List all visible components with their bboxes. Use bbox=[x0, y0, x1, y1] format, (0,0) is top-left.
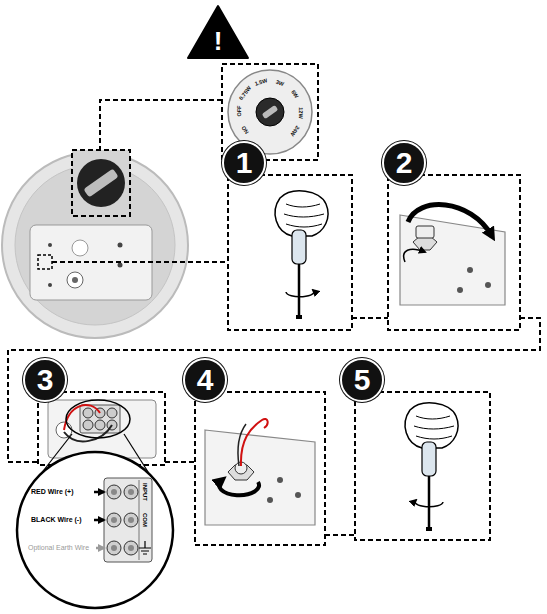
cable-gland-plate-part bbox=[295, 492, 301, 498]
dial-setting: OFF bbox=[236, 106, 242, 117]
flow-line-part bbox=[165, 461, 195, 463]
terminal-magnifier-part bbox=[17, 452, 173, 608]
terminal-magnifier-part bbox=[107, 485, 121, 499]
terminal-name: COM bbox=[142, 513, 149, 527]
step-panel-part bbox=[228, 175, 352, 330]
dial-setting: 12W bbox=[298, 107, 304, 118]
terminal-magnifier-part bbox=[124, 513, 138, 527]
terminal-magnifier bbox=[17, 452, 173, 608]
step-panel-part bbox=[195, 392, 325, 545]
step-number-circle: 3 bbox=[23, 358, 67, 402]
wire-label: BLACK Wire (-) bbox=[31, 516, 82, 524]
terminal-magnifier-part bbox=[128, 489, 134, 495]
step-number: 1 bbox=[236, 148, 253, 178]
step-panel-part bbox=[355, 392, 490, 540]
terminal-plate-part bbox=[95, 420, 105, 430]
warning-triangle bbox=[188, 6, 248, 58]
terminal-magnifier-part bbox=[104, 478, 152, 562]
leader-line bbox=[52, 261, 228, 263]
speaker-back-part bbox=[48, 243, 52, 247]
step-panel bbox=[38, 175, 520, 545]
speaker-back-part bbox=[77, 159, 125, 207]
terminal-plate-part bbox=[83, 408, 93, 418]
terminal-magnifier-part bbox=[107, 541, 121, 555]
flow-line-part bbox=[325, 534, 355, 536]
warning-mark: ! bbox=[214, 27, 223, 56]
step-number: 4 bbox=[197, 365, 214, 395]
terminal-plate-part bbox=[107, 408, 117, 418]
terminal-name: INPUT bbox=[142, 483, 149, 501]
cable-gland-plate-part bbox=[219, 480, 259, 495]
cable-gland-plate-part bbox=[485, 282, 491, 288]
speaker-back bbox=[2, 150, 188, 338]
step-number-circle: 5 bbox=[340, 358, 384, 402]
screwdriver-hand-part bbox=[275, 191, 328, 319]
speaker-back-part bbox=[67, 272, 83, 288]
step-number-circle: 4 bbox=[183, 358, 227, 402]
screwdriver-hand bbox=[275, 191, 328, 319]
speaker-back-part bbox=[118, 263, 123, 268]
leader-line bbox=[100, 100, 222, 150]
screwdriver-hand bbox=[405, 403, 458, 531]
wire-label: RED Wire (+) bbox=[31, 488, 74, 496]
step-number: 2 bbox=[396, 148, 413, 178]
wire-label: Optional Earth Wire bbox=[28, 544, 89, 552]
cable-gland-plate-part bbox=[416, 226, 434, 238]
warning-triangle-part bbox=[188, 6, 248, 58]
cable-gland-plate-part bbox=[277, 477, 283, 483]
cable-gland-plate-part bbox=[238, 424, 246, 466]
terminal-magnifier-part bbox=[94, 491, 104, 494]
terminal-magnifier-part bbox=[111, 545, 117, 551]
terminal-magnifier-part bbox=[124, 485, 138, 499]
dial-inset-part bbox=[262, 105, 279, 119]
screwdriver-hand-part bbox=[286, 290, 314, 297]
terminal-plate-part bbox=[64, 405, 100, 430]
speaker-back-part bbox=[15, 165, 175, 325]
cable-gland-plate-part bbox=[205, 430, 315, 525]
terminal-plate-part bbox=[83, 420, 93, 430]
speaker-back-part bbox=[83, 169, 118, 198]
terminal-plate-part bbox=[48, 400, 156, 458]
speaker-back-part bbox=[48, 283, 52, 287]
cable-gland-plate-part bbox=[467, 267, 473, 273]
cable-gland-plate bbox=[205, 419, 315, 525]
cable-gland-plate-part bbox=[267, 497, 273, 503]
step-number-circle: 1 bbox=[222, 141, 266, 185]
terminal-magnifier-part bbox=[139, 541, 151, 554]
step-number: 5 bbox=[354, 365, 371, 395]
terminal-plate-part bbox=[80, 405, 120, 433]
terminal-magnifier-part bbox=[124, 541, 138, 555]
speaker-back-part bbox=[72, 150, 130, 216]
terminal-magnifier-part bbox=[128, 545, 134, 551]
step-panel-part bbox=[388, 175, 520, 330]
cable-gland-plate bbox=[400, 205, 505, 305]
terminal-magnifier-part bbox=[96, 547, 104, 550]
speaker-back-part bbox=[2, 152, 188, 338]
cable-gland-plate-part bbox=[404, 249, 425, 262]
speaker-back-part bbox=[72, 277, 78, 283]
screwdriver-hand-part bbox=[405, 403, 458, 531]
screwdriver-hand-part bbox=[415, 500, 443, 507]
terminal-magnifier-part bbox=[111, 489, 117, 495]
terminal-plate-part bbox=[66, 400, 130, 438]
terminal-plate-part bbox=[64, 425, 112, 441]
step-number: 3 bbox=[37, 365, 54, 395]
cable-gland-plate-part bbox=[408, 205, 492, 236]
speaker-back-part bbox=[38, 255, 52, 269]
dial-inset-part bbox=[256, 98, 284, 126]
terminal-magnifier-part bbox=[128, 517, 134, 523]
step-number-circle: 2 bbox=[382, 141, 426, 185]
terminal-magnifier-part bbox=[111, 517, 117, 523]
terminal-magnifier-part bbox=[107, 513, 121, 527]
cable-gland-plate-part bbox=[457, 287, 463, 293]
terminal-magnifier-part bbox=[94, 519, 104, 522]
speaker-back-part bbox=[72, 240, 88, 256]
flow-line-part bbox=[352, 317, 388, 319]
speaker-back-part bbox=[118, 243, 123, 248]
